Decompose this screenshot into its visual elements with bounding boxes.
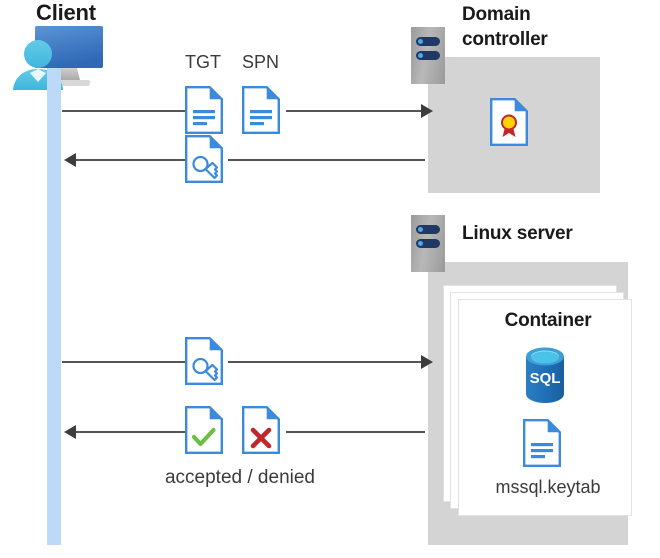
flow-1-line-right [286, 110, 425, 112]
certificate-document-icon [490, 98, 528, 146]
flow-3-line-left [62, 361, 185, 363]
domain-controller-title-line1: Domain [462, 4, 531, 25]
client-title: Client [36, 0, 96, 25]
linux-server-rack-icon [411, 215, 445, 272]
flow-3-line-right [228, 361, 425, 363]
keytab-document-icon [523, 419, 561, 467]
flow-1-line-left [62, 110, 185, 112]
denied-cross-document-icon [242, 406, 280, 454]
flow-2-arrowhead-left [64, 153, 76, 167]
container-card-front [458, 299, 632, 516]
spn-label: SPN [242, 52, 280, 72]
keytab-filename-label: mssql.keytab [495, 477, 601, 497]
client-lifeline-bar [47, 68, 61, 545]
flow-4-line-left [72, 431, 185, 433]
flow-2-line-right [228, 159, 425, 161]
ticket-key-document-icon [185, 337, 223, 385]
accepted-denied-label: accepted / denied [164, 467, 315, 488]
domain-controller-title-line2: controller [462, 29, 548, 50]
flow-4-line-right [286, 431, 425, 433]
flow-1-arrowhead-right [421, 104, 433, 118]
flow-2-line-left [72, 159, 185, 161]
container-title: Container [504, 310, 592, 331]
domain-controller-title: Domain controller [462, 2, 632, 52]
spn-document-icon [242, 86, 280, 134]
client-computer-user-icon [8, 24, 116, 92]
linux-server-title: Linux server [462, 223, 573, 244]
tgt-document-icon [185, 86, 223, 134]
flow-3-arrowhead-right [421, 355, 433, 369]
ticket-key-document-icon [185, 135, 223, 183]
flow-4-arrowhead-left [64, 425, 76, 439]
svg-text:SQL: SQL [530, 370, 561, 387]
tgt-label: TGT [185, 52, 221, 72]
accepted-check-document-icon [185, 406, 223, 454]
sql-database-icon: SQL [521, 347, 569, 403]
domain-controller-server-rack-icon [411, 27, 445, 84]
